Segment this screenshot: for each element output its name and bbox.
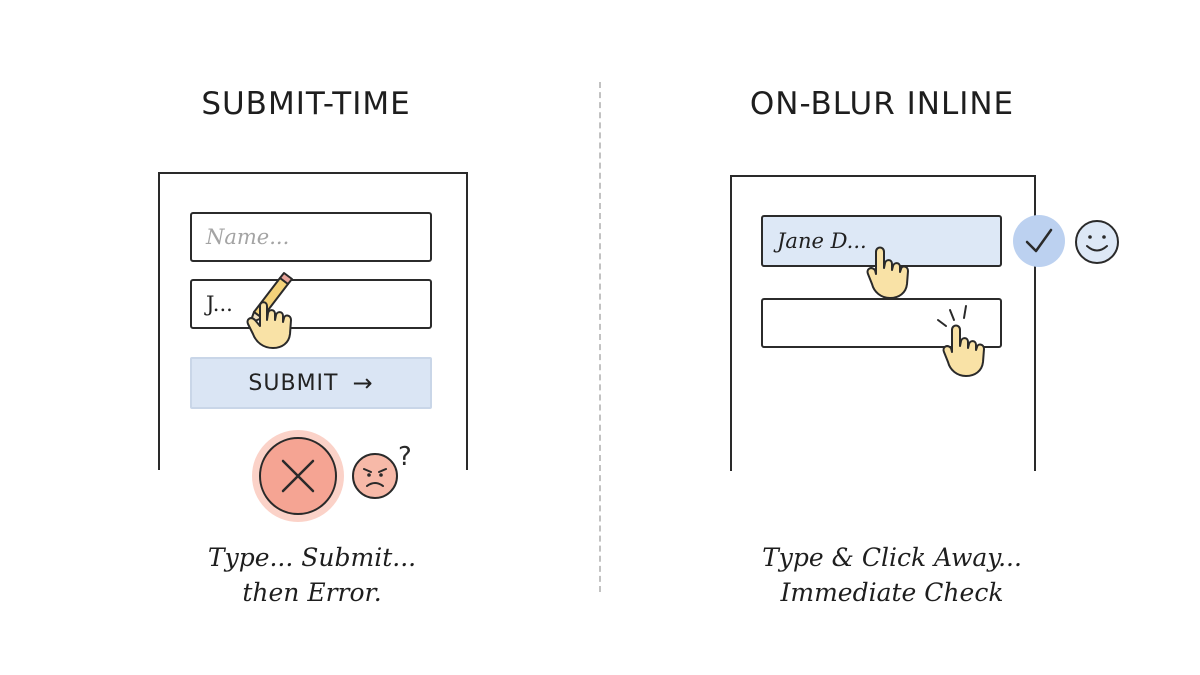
checkmark-icon xyxy=(1013,215,1065,267)
second-input-text: J... xyxy=(206,291,233,316)
pointing-hand-icon xyxy=(246,301,292,349)
name-placeholder: Name... xyxy=(206,224,290,249)
error-x-icon xyxy=(252,430,344,522)
panel-divider xyxy=(599,82,601,592)
pointing-hand-icon xyxy=(866,246,909,299)
left-caption: Type... Submit... then Error. xyxy=(112,540,512,610)
question-mark: ? xyxy=(398,442,412,472)
right-caption-line1: Type & Click Away... xyxy=(762,543,1022,572)
first-input-text: Jane D... xyxy=(777,228,867,253)
left-caption-line2: then Error. xyxy=(242,578,382,607)
left-panel-title: SUBMIT-TIME xyxy=(201,86,411,122)
click-hand-icon xyxy=(937,305,985,377)
second-input[interactable]: J... xyxy=(190,279,432,329)
pencil-hand-icon xyxy=(246,272,293,349)
right-caption-line2: Immediate Check xyxy=(780,578,1004,607)
right-panel-title: ON-BLUR INLINE xyxy=(749,86,1015,122)
smiley-face-icon xyxy=(1075,220,1119,264)
left-form-frame xyxy=(158,172,468,470)
submit-button[interactable]: SUBMIT → xyxy=(190,357,432,409)
second-input-empty[interactable] xyxy=(761,298,1002,348)
right-form-frame xyxy=(730,175,1036,471)
name-input[interactable]: Name... xyxy=(190,212,432,262)
submit-label: SUBMIT xyxy=(248,370,339,396)
left-caption-line1: Type... Submit... xyxy=(207,543,417,572)
right-caption: Type & Click Away... Immediate Check xyxy=(692,540,1092,610)
angry-face-icon xyxy=(352,453,398,499)
arrow-right-icon: → xyxy=(352,369,374,397)
